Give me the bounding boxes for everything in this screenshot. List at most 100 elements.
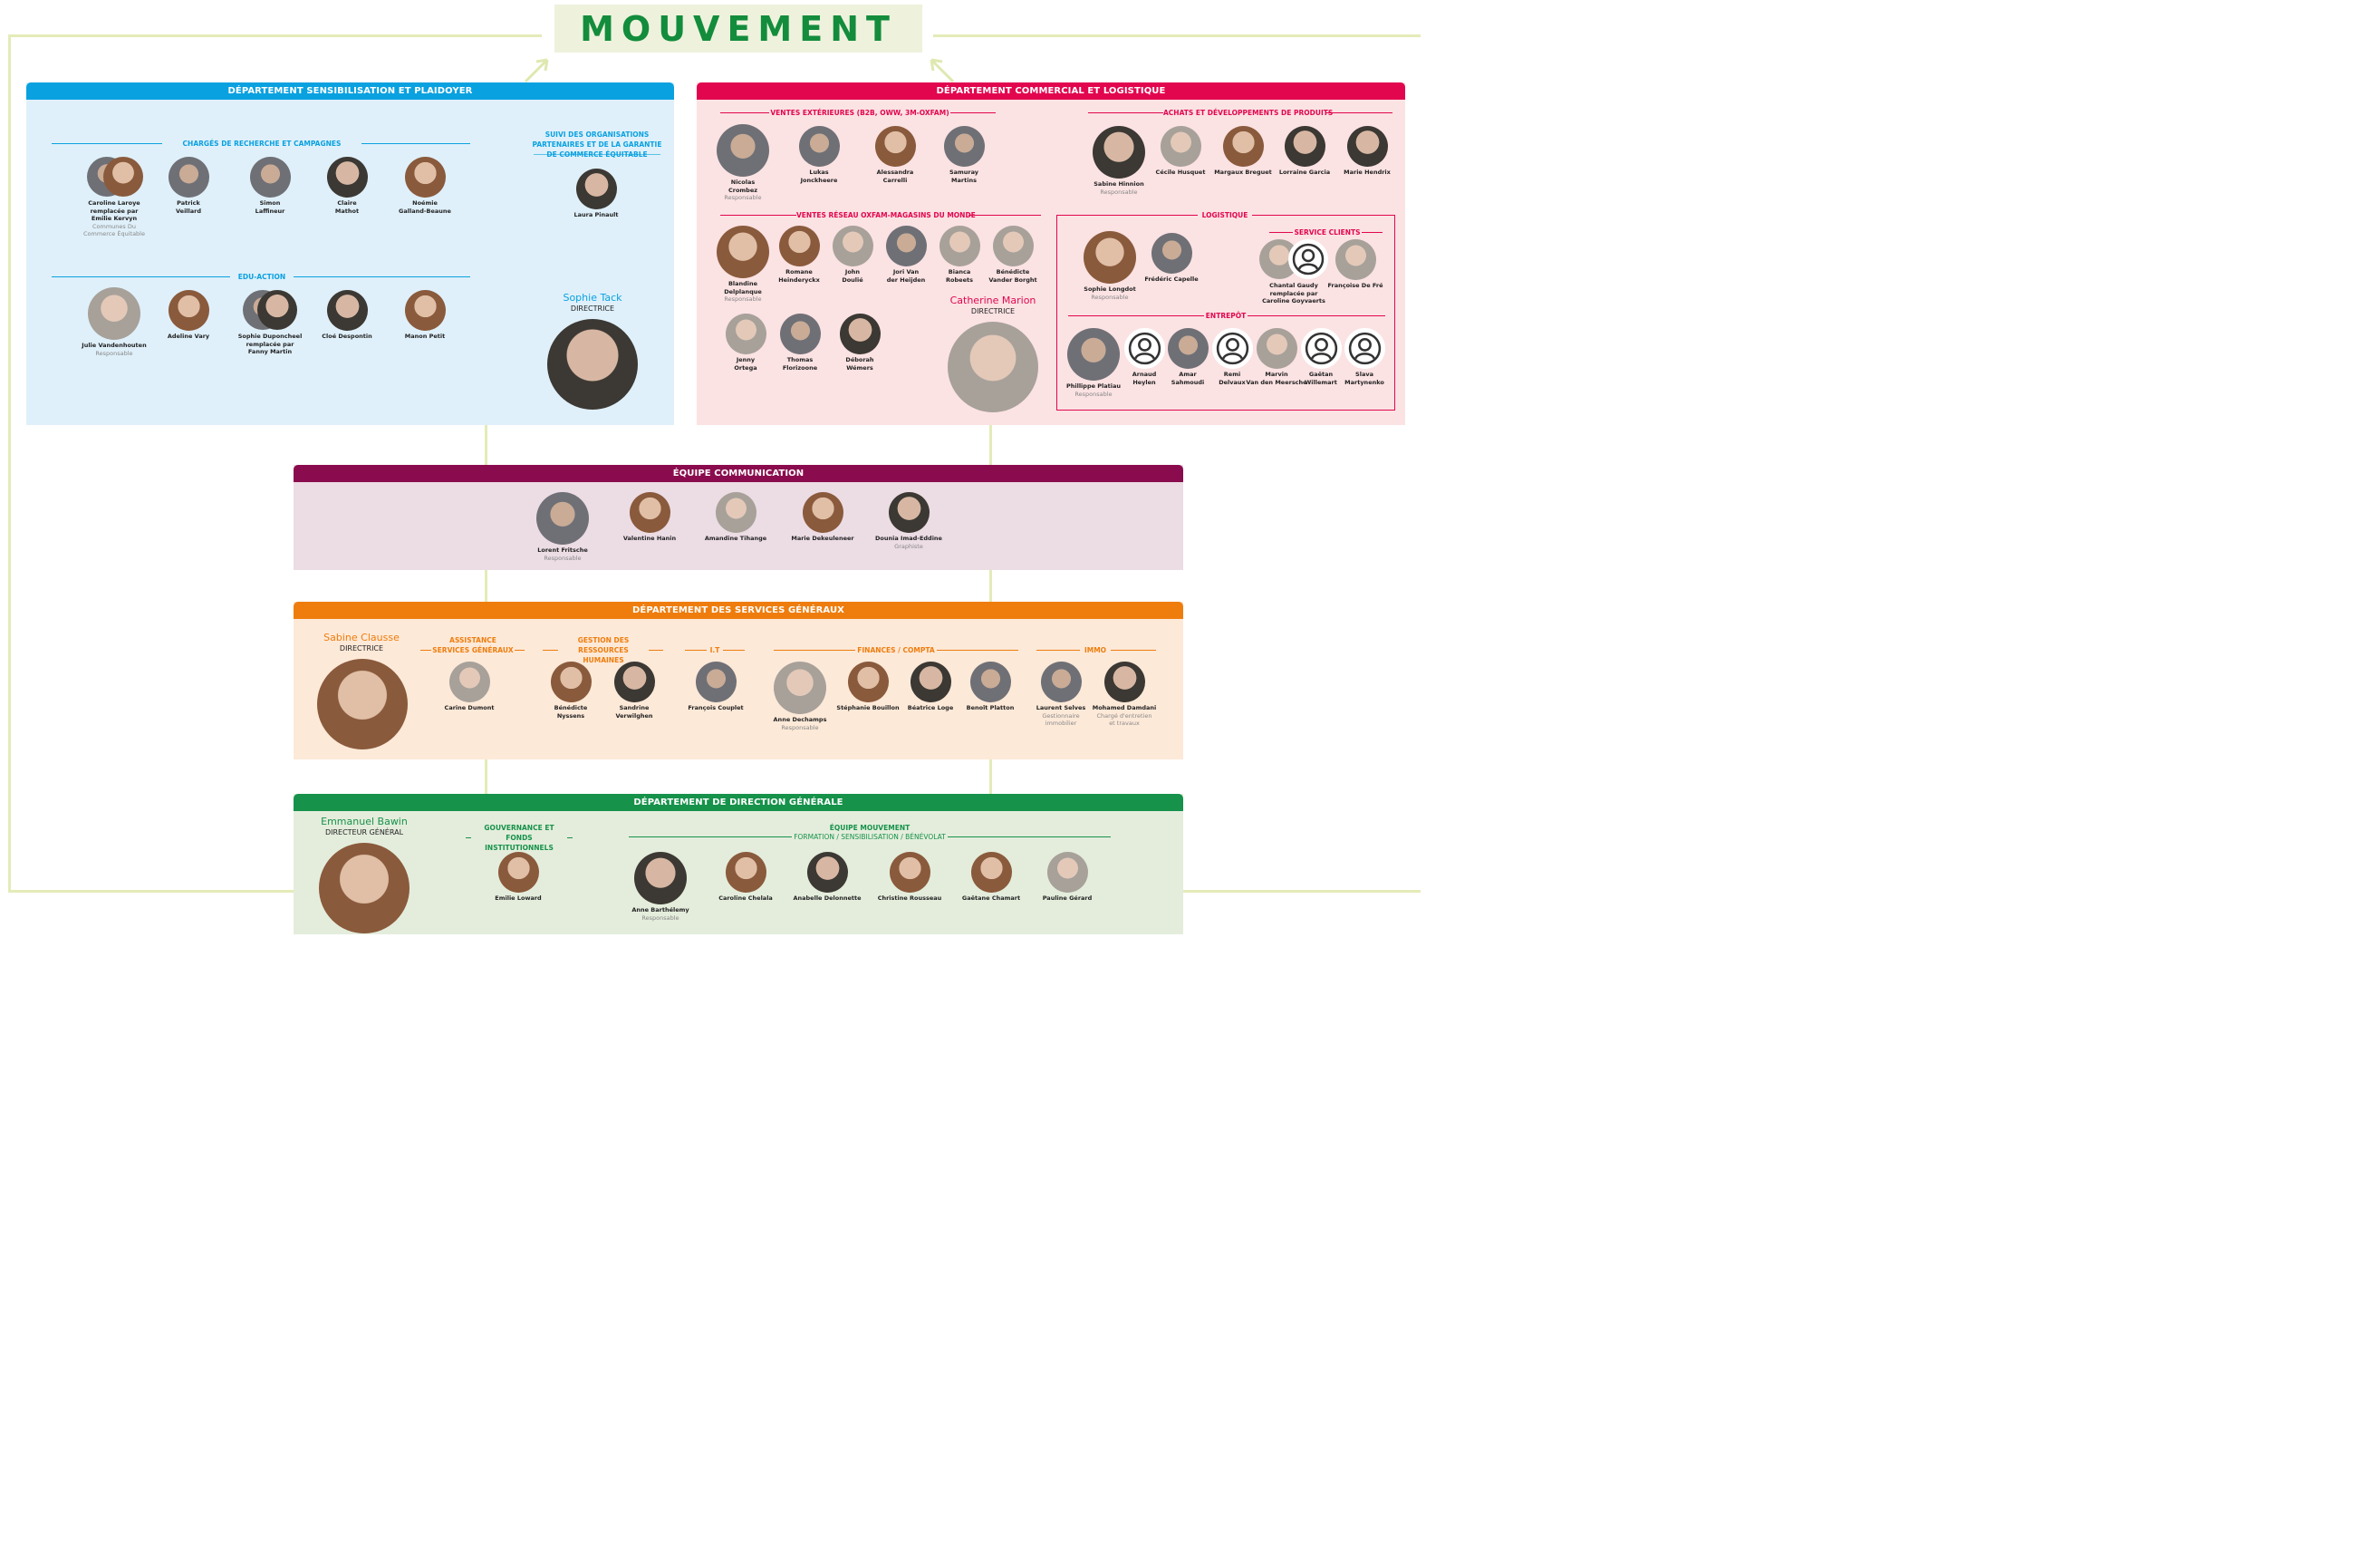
person-card: Romane Heinderyckx [763,226,835,284]
photo [717,124,769,177]
dept-sensibilisation: DÉPARTEMENT SENSIBILISATION ET PLAIDOYER… [26,82,674,425]
photo [1067,328,1120,381]
person-card: Laura Pinault [560,169,632,219]
photo [1284,126,1325,167]
photo [779,314,821,354]
director-name: Sabine Clausse [323,632,400,643]
person-name: Bianca Robeets [946,268,973,284]
photo [536,492,589,545]
person-name: Adeline Vary [167,333,210,340]
photo [992,226,1034,266]
person-card: John Doulié [816,226,889,284]
photo [1256,328,1297,369]
person-name: Caroline Chelala [718,894,773,902]
person-card: Manon Petit [389,290,461,341]
user-icon [1128,332,1161,365]
person-name: Noémie Galland-Beaune [399,199,451,215]
person-card: Pauline Gérard [1031,852,1103,903]
photo [88,287,140,340]
director-name: Sophie Tack [563,292,622,304]
photo [970,852,1012,893]
person-card: Cloé Despontin [311,290,383,341]
photo [847,662,889,702]
person-name: Arnaud Heylen [1132,371,1157,386]
person-card: Blandine Delplanque Responsable [707,226,779,304]
person-name: Gaëtan Willemart [1305,371,1337,386]
person-card: Bénédicte Vander Borght [977,226,1049,284]
person-name: Mohamed Damdani [1092,704,1157,711]
loop-line-bottom-left [8,890,294,893]
photo [1084,231,1136,284]
user-icon [1305,332,1337,365]
person-card: Déborah Wémers [824,314,896,372]
person-name: Lorent Fritsche [537,546,588,554]
person-card: Patrick Veillard [152,157,225,215]
person-card: Thomas Florizoone [764,314,836,372]
person-name: Dounia Imad-Eddine [875,535,942,542]
person-card: Frédéric Capelle [1135,233,1208,284]
photo [575,169,617,209]
person-card: Sophie Longdot Responsable [1074,231,1146,301]
person-card: Bianca Robeets [923,226,996,284]
photo [1160,126,1201,167]
photo [550,662,592,702]
person-role: Responsable [1091,293,1129,301]
user-icon [1348,332,1381,365]
person-card: Sophie Duponcheel remplacée par Fanny Ma… [234,290,306,356]
photo [798,126,840,167]
arrow-up-right-icon [930,58,955,83]
section-line [534,154,660,155]
person-role: Responsable [724,194,762,201]
person-name: Nicolas Crombez [727,179,758,194]
photo [249,157,291,198]
photo [839,314,881,354]
person-card: Marie Hendrix [1331,126,1403,177]
person-name: Sabine Hinnion [1094,180,1144,188]
photo [885,226,927,266]
person-name: Caroline Laroye remplacée par Emilie Ker… [88,199,140,222]
person-card: Christine Rousseau [873,852,946,903]
photo [257,290,297,330]
dept-communication: ÉQUIPE COMMUNICATION Lorent Fritsche Res… [294,465,1183,570]
person-card: Jenny Ortega [709,314,782,372]
photo [874,126,916,167]
person-card: Jori Van der Heijden [870,226,942,284]
person-name: Slava Martynenko [1344,371,1384,386]
person-role: Responsable [544,554,582,562]
dept-direction: DÉPARTEMENT DE DIRECTION GÉNÉRALE Emmanu… [294,794,1183,934]
dept-header: ÉQUIPE COMMUNICATION [294,465,1183,482]
person-name: Béatrice Loge [907,704,954,711]
person-name: Anne Barthélemy [631,906,689,914]
photo [725,314,766,354]
section-label-entrepot: ENTREPÔT [1204,311,1248,321]
person-card: Béatrice Loge [894,662,967,712]
photo [168,157,209,198]
connector-line [989,570,992,602]
person-card: Françoise De Fré [1319,239,1392,290]
dept-commercial: DÉPARTEMENT COMMERCIAL ET LOGISTIQUE VEN… [697,82,1405,425]
person-role: Graphiste [894,542,923,550]
person-name: Samuray Martins [949,169,979,184]
person-name: Valentine Hanin [622,535,677,542]
person-name: Lorraine Garcia [1278,169,1331,176]
photo [889,852,930,893]
person-name: Manon Petit [404,333,446,340]
photo [969,662,1011,702]
person-name: Phillippe Platiau [1065,382,1121,390]
photo [1346,126,1388,167]
person-role: Responsable [1074,390,1113,398]
director-photo [948,322,1038,412]
photo [404,157,446,198]
person-card: Alessandra Carrelli [859,126,931,184]
person-card: Marvin Van den Meersche [1240,328,1313,386]
photo [1103,662,1145,702]
photo [404,290,446,331]
arrow-up-left-icon [524,58,549,83]
section-label-edu: EDU-ACTION [230,272,294,282]
person-role: Communes Du Commerce Équitable [83,222,145,238]
person-card: Gaëtan Willemart [1285,328,1357,386]
photo-placeholder [1300,328,1342,369]
connector-line [485,570,487,602]
person-name: Marie Hendrix [1344,169,1391,176]
person-name: Remi Delvaux [1219,371,1246,386]
